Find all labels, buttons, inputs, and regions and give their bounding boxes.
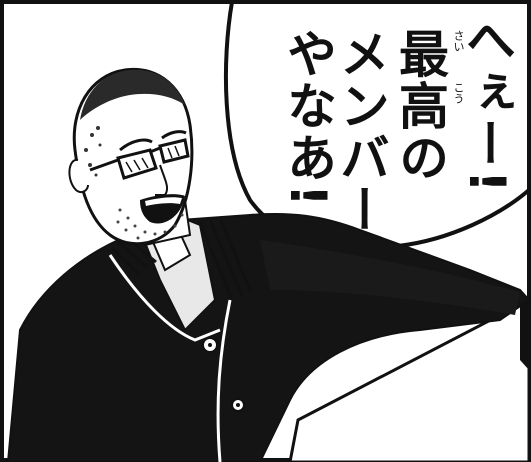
background-board [288,297,531,462]
glasses [89,138,190,180]
character-head [68,67,194,246]
